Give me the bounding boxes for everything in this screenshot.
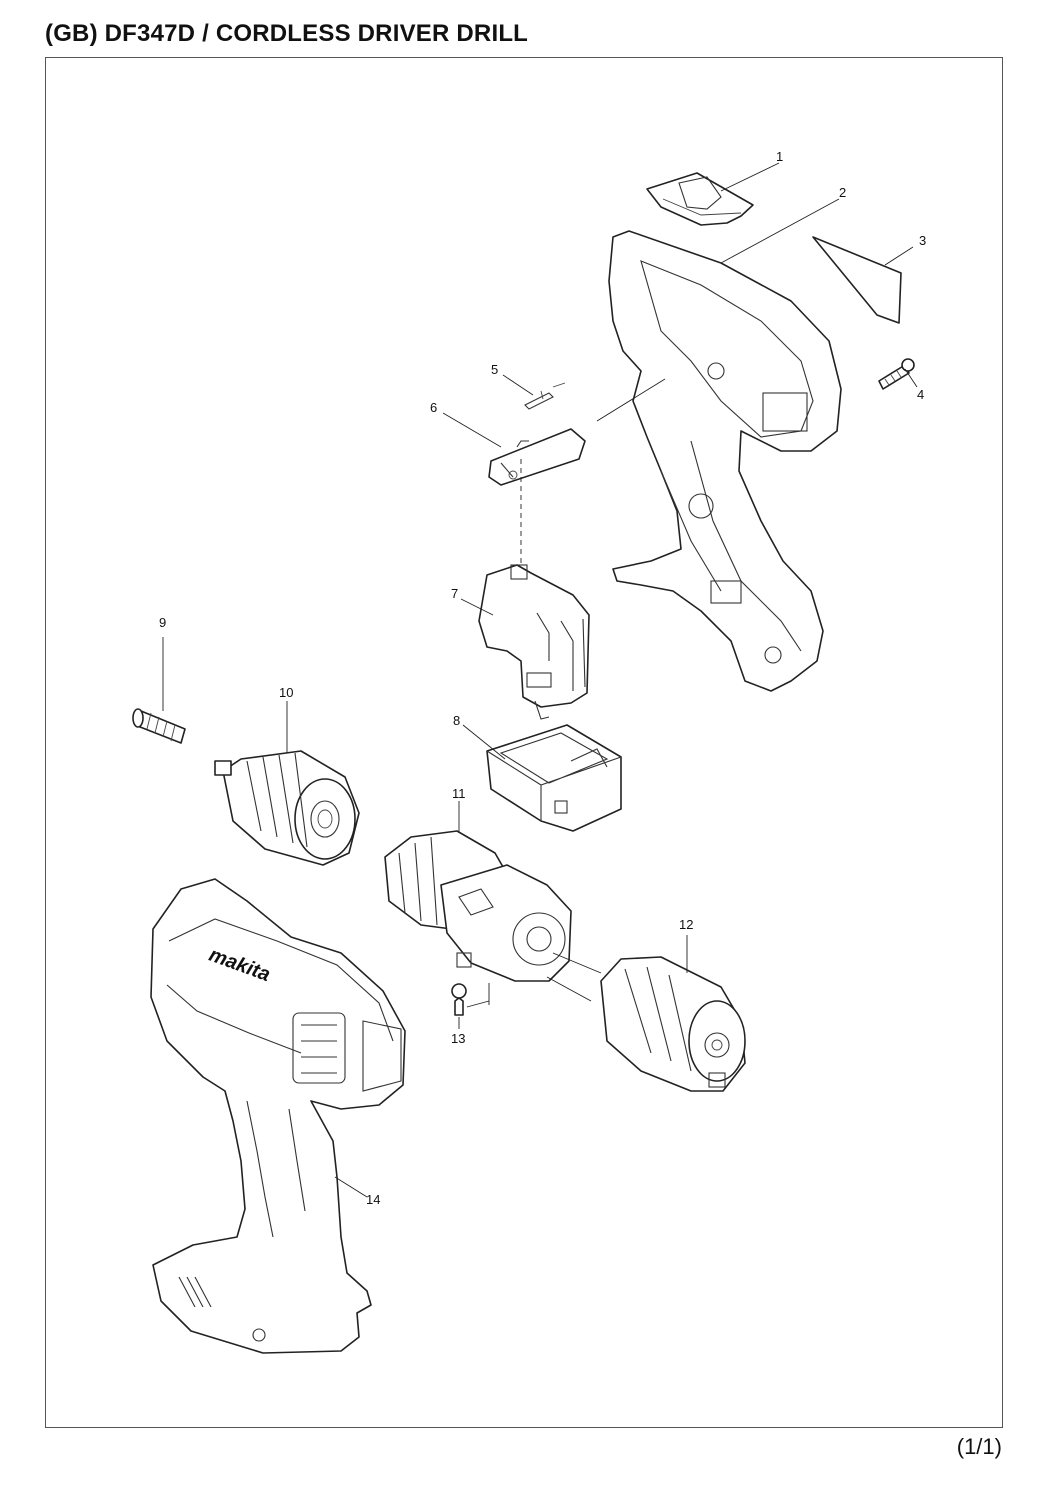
part-6-switch-lever[interactable]	[488, 428, 586, 486]
callout-14: 14	[366, 1192, 380, 1207]
callout-3: 3	[919, 233, 926, 248]
callout-8: 8	[453, 713, 460, 728]
leader-lines	[162, 162, 918, 1198]
page-title: (GB) DF347D / CORDLESS DRIVER DRILL	[45, 20, 529, 47]
callout-13: 13	[451, 1031, 465, 1046]
part-7-switch[interactable]	[478, 564, 590, 720]
callout-1: 1	[776, 149, 783, 164]
callout-9: 9	[159, 615, 166, 630]
part-3-label[interactable]	[812, 236, 902, 324]
callout-11: 11	[452, 786, 466, 801]
part-4-screw[interactable]	[878, 358, 915, 390]
part-11-gear-assembly[interactable]	[384, 830, 572, 982]
part-14-housing-set[interactable]: makita	[150, 878, 406, 1354]
part-12-motor[interactable]	[600, 956, 746, 1092]
callout-4: 4	[917, 387, 924, 402]
part-10-chuck[interactable]	[214, 750, 360, 866]
callout-7: 7	[451, 586, 458, 601]
callout-6: 6	[430, 400, 437, 415]
exploded-view-diagram: makita	[132, 149, 926, 1354]
part-9-screw[interactable]	[132, 708, 186, 744]
callout-12: 12	[679, 917, 693, 932]
part-13-screw[interactable]	[451, 983, 467, 1016]
part-2-housing[interactable]	[608, 230, 842, 692]
callout-labels: 1 2 3 4 5 6 7 8 9 10 11 12 13 14	[159, 149, 926, 1207]
diagram-frame: makita	[45, 57, 1003, 1428]
part-5-spring[interactable]	[524, 382, 566, 410]
callout-2: 2	[839, 185, 846, 200]
page-number: (1/1)	[956, 1434, 1002, 1459]
callout-5: 5	[491, 362, 498, 377]
part-8-holder[interactable]	[486, 724, 622, 832]
part-1-lever[interactable]	[646, 172, 754, 226]
callout-10: 10	[279, 685, 293, 700]
